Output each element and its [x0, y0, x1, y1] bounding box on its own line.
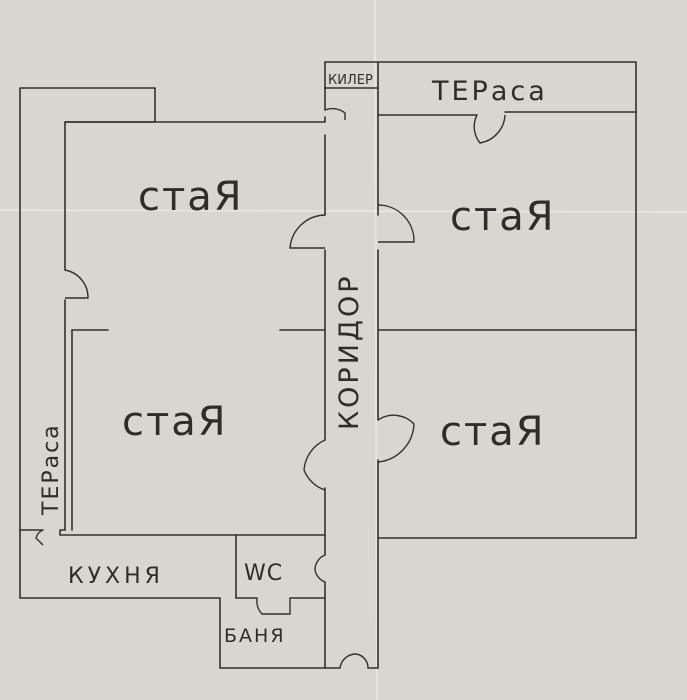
main-top-wall: [64, 116, 326, 123]
door-bath: [256, 597, 291, 615]
door-room-top-right: [377, 204, 415, 243]
room-label-mid-left: стаЯ: [122, 399, 228, 445]
door-room-mid-right: [377, 414, 415, 463]
room-label-top-right: стаЯ: [450, 194, 556, 240]
door-entrance: [339, 653, 369, 669]
bath-label: БАНЯ: [224, 625, 286, 647]
kitchen-label: КУХНЯ: [68, 564, 164, 589]
outer-bottom-wall: [19, 529, 327, 669]
door-room-mid-left: [303, 439, 326, 491]
terrace-top-outline: [324, 61, 637, 113]
terrace-left-label: ТЕРаса: [39, 423, 64, 516]
pantry-label: КИЛЕР: [328, 73, 373, 88]
door-terrace-left: [64, 269, 89, 299]
room-label-top-left: стаЯ: [138, 174, 244, 220]
door-pantry: [324, 107, 346, 120]
door-wc: [314, 554, 326, 583]
room-bottom-wall: [59, 529, 326, 536]
room-labels: стаЯ стаЯ стаЯ стаЯ КОРИДОР ТЕРаса ТЕРас…: [39, 73, 556, 647]
door-kitchen-terrace: [35, 529, 44, 546]
door-room-top-left: [289, 214, 326, 249]
door-terrace-top: [473, 114, 506, 144]
terrace-top-label: ТЕРаса: [431, 76, 548, 107]
corridor-label: КОРИДОР: [334, 273, 365, 430]
walls: [19, 61, 637, 669]
paper-fold-line: [374, 0, 378, 700]
wc-label: WC: [244, 561, 283, 586]
doors: [35, 107, 506, 669]
paper-fold-line: [0, 209, 687, 213]
room-label-mid-right: стаЯ: [440, 409, 546, 455]
